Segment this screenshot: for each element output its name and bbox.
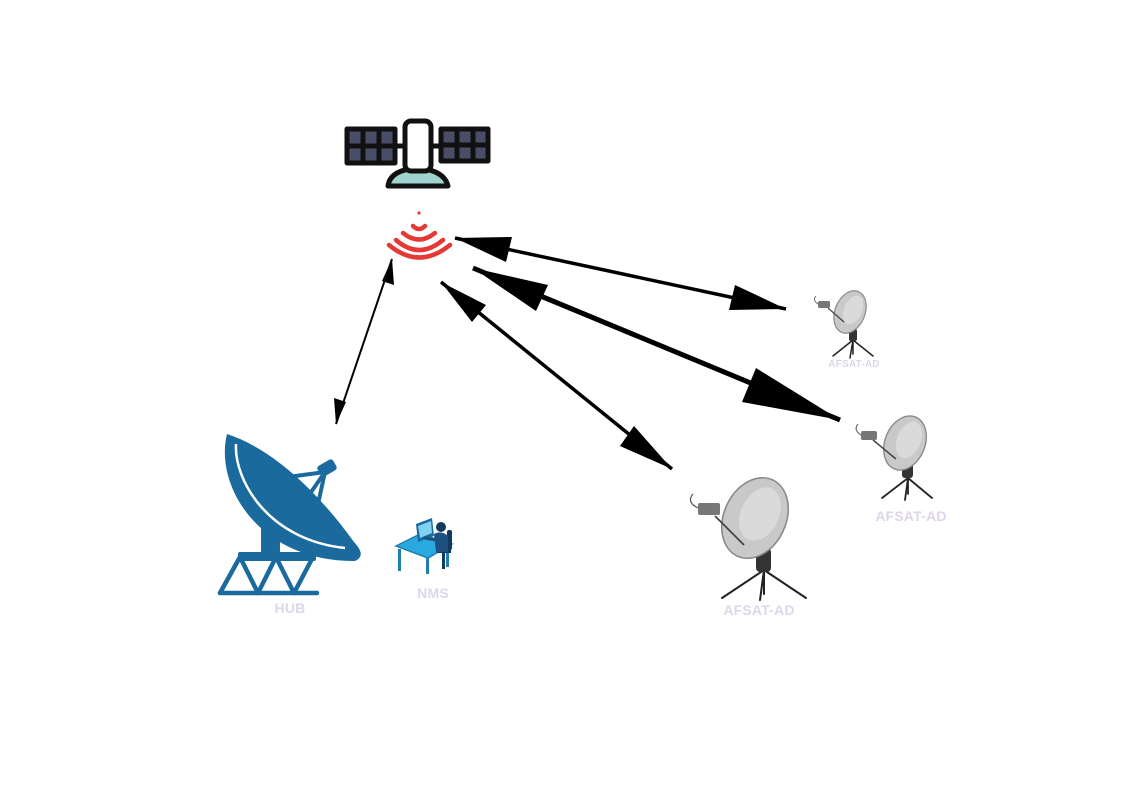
- terminal-1-label: AFSAT-AD: [828, 359, 880, 370]
- terminal-3-label: AFSAT-AD: [723, 602, 795, 618]
- signal-waves-icon: [386, 211, 453, 260]
- nms-label: NMS: [417, 585, 449, 601]
- terminal-2-label: AFSAT-AD: [875, 508, 947, 524]
- link-satellite-terminal-1: [454, 236, 787, 311]
- terminal-dish-2: [855, 415, 933, 501]
- terminal-dish-1: [814, 290, 874, 359]
- hub-label: HUB: [274, 600, 306, 616]
- portable-dish-icon: [814, 290, 874, 359]
- link-satellite-terminal-2: [472, 265, 841, 423]
- link-satellite-hub: [334, 258, 394, 425]
- link-satellite-terminal-3: [439, 280, 674, 471]
- portable-dish-icon: [855, 415, 933, 501]
- hub-dish-icon: [217, 434, 361, 596]
- portable-dish-icon: [689, 476, 807, 601]
- terminal-dish-3: [689, 476, 807, 601]
- satellite-icon: [344, 118, 491, 189]
- operator-workstation-icon: [394, 518, 454, 574]
